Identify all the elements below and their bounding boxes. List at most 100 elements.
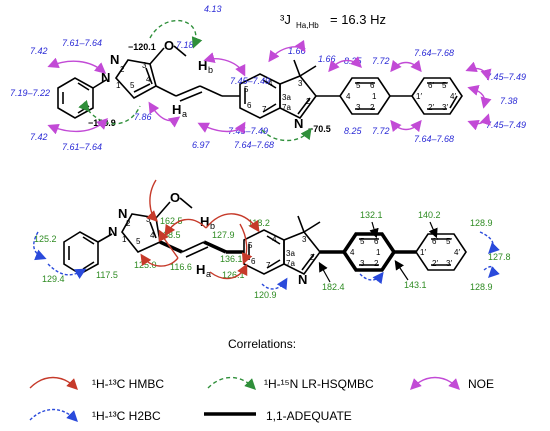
num-p-4: 4: [350, 248, 355, 257]
num-q-5: 5′: [446, 237, 452, 246]
noe-arrow: [328, 56, 362, 73]
legend: Correlations: ¹H-¹³C HMBC ¹H-¹⁵N LR-HSQM…: [29, 337, 494, 423]
vinyl-double-bond: [181, 241, 205, 253]
num-q-2: 2′: [432, 259, 438, 268]
shift-ph-o-top: 7.42: [30, 46, 48, 56]
legend-lr-swatch: [207, 376, 256, 390]
terminal-phenyl-ring: [411, 77, 463, 115]
phenyl-inner-bond: [82, 236, 95, 245]
hmbc-arrow: [209, 263, 248, 280]
shift-h7-range: 7.64–7.68: [234, 140, 274, 150]
num-p-1: 1: [372, 92, 377, 101]
num-ind-3: 3: [298, 79, 303, 88]
shift-terminal-right-top: 7.45–7.49: [486, 72, 526, 82]
h2bc-arrow: [33, 231, 47, 261]
me-bond: [303, 221, 321, 233]
noe-arrow: [203, 52, 246, 77]
atom-n1: N: [108, 224, 117, 239]
num-p-3: 3: [356, 103, 361, 112]
num-ind-5: 5: [248, 241, 253, 250]
atom-n1: N: [101, 70, 110, 85]
legend-h2bc-swatch: [29, 408, 78, 422]
c13-pointer: [369, 221, 379, 239]
top-molecule: N N O H b H a N 1 2 3 4 5 4 5 6 7 3a 7a …: [10, 4, 526, 152]
terminal-inner: [449, 95, 458, 109]
num-p-2: 2: [374, 259, 379, 268]
c3-o-bond: [149, 47, 165, 65]
coupling-j-label: ³J: [280, 12, 291, 27]
me-bond: [293, 59, 301, 77]
shift-ph-para: 7.19–7.22: [10, 88, 50, 98]
noe-arrow: [47, 57, 107, 74]
h2bc-arrow: [47, 263, 87, 280]
atom-n-indole: N: [294, 116, 303, 131]
atom-ha-sub: a: [206, 269, 211, 279]
cb-c5-bond: [199, 85, 223, 97]
vinyl-double-bond-2: [179, 91, 203, 102]
atom-o: O: [170, 190, 180, 205]
num-ind-6: 6: [247, 101, 252, 110]
lr-arrow-och3: [149, 19, 203, 49]
c13-shift-ca: 116.6: [170, 262, 192, 272]
pyrazole-double-bond: [149, 221, 157, 239]
legend-noe-swatch: [410, 376, 460, 390]
shift-och3: 4.13: [204, 4, 222, 14]
terminal-phenyl-ring: [415, 233, 467, 271]
coupling-subscript: Ha,Hb: [296, 21, 319, 30]
hmbc-arrow: [140, 253, 179, 267]
c2-n-double-bond: [301, 253, 315, 271]
num-q-6: 6′: [428, 81, 434, 90]
noe-arrow: [390, 59, 422, 73]
c13-shift-ind4: 118.2: [248, 218, 270, 228]
c13-shift-q-para: 127.8: [488, 252, 511, 262]
shift-terminal-right-mid: 7.38: [500, 96, 518, 106]
phenyl-ring: [57, 77, 94, 119]
num-pyr-4: 4: [150, 231, 155, 240]
noe-arrow: [148, 101, 181, 128]
h2bc-arrow: [479, 231, 500, 254]
num-pyr-3: 3: [146, 215, 151, 224]
hmbc-arrow: [146, 179, 158, 222]
num-pyr-1: 1: [122, 235, 127, 244]
atom-n2: N: [118, 206, 127, 221]
c13-pointer: [394, 260, 409, 281]
vinyl-double-bond: [175, 85, 201, 97]
shift-hb: 7.18: [176, 40, 194, 50]
num-ind-7: 7: [266, 261, 271, 270]
me-bond: [297, 215, 305, 233]
legend-hmbc-swatch: [29, 376, 78, 390]
bottom-molecule: N N O H b H a N 1 2 3 4 5 4 5 6 7 3a 7a …: [33, 179, 511, 300]
coupling-constant: ³J Ha,Hb = 16.3 Hz: [280, 12, 386, 30]
h2bc-arrow: [359, 271, 384, 285]
c13-shift-p4: 143.1: [404, 280, 427, 290]
n15-shift-n-indole: −70.5: [308, 124, 331, 134]
shift-ph-range-bot: 7.61–7.64: [62, 142, 102, 152]
h2bc-arrow: [261, 277, 288, 291]
num-q-4: 4′: [454, 248, 460, 257]
atom-hb: H: [198, 58, 207, 73]
num-pyr-1: 1: [116, 81, 121, 90]
atom-n-indole: N: [298, 272, 307, 287]
c4-ca-bond: [155, 85, 177, 97]
h2bc-arrow: [483, 266, 500, 278]
o-me-bond: [173, 45, 187, 57]
benzo-inner-bond: [266, 259, 281, 269]
legend-h2bc-label: ¹H-¹³C H2BC: [92, 409, 161, 423]
c13-shift-q-top: 128.9: [470, 218, 493, 228]
shift-h6-range: 7.45–7.49: [228, 126, 268, 136]
num-pyr-5: 5: [130, 81, 135, 90]
o-me-bond: [179, 197, 193, 209]
c13-shift-ind7: 120.9: [254, 290, 277, 300]
lr-arrow-indole: [261, 127, 312, 142]
phenyl-n1-bond: [92, 79, 107, 89]
num-ind-5: 5: [244, 85, 249, 94]
hmbc-arrow: [239, 223, 253, 265]
legend-hmbc-label: ¹H-¹³C HMBC: [92, 377, 164, 391]
num-p-3: 3: [360, 259, 365, 268]
atom-hb: H: [200, 214, 209, 229]
num-q-3: 3′: [446, 259, 452, 268]
noe-arrow: [268, 39, 306, 63]
num-ind-3: 3: [302, 235, 307, 244]
num-p-5: 5: [360, 237, 365, 246]
pyrazole-ring: [121, 213, 161, 253]
